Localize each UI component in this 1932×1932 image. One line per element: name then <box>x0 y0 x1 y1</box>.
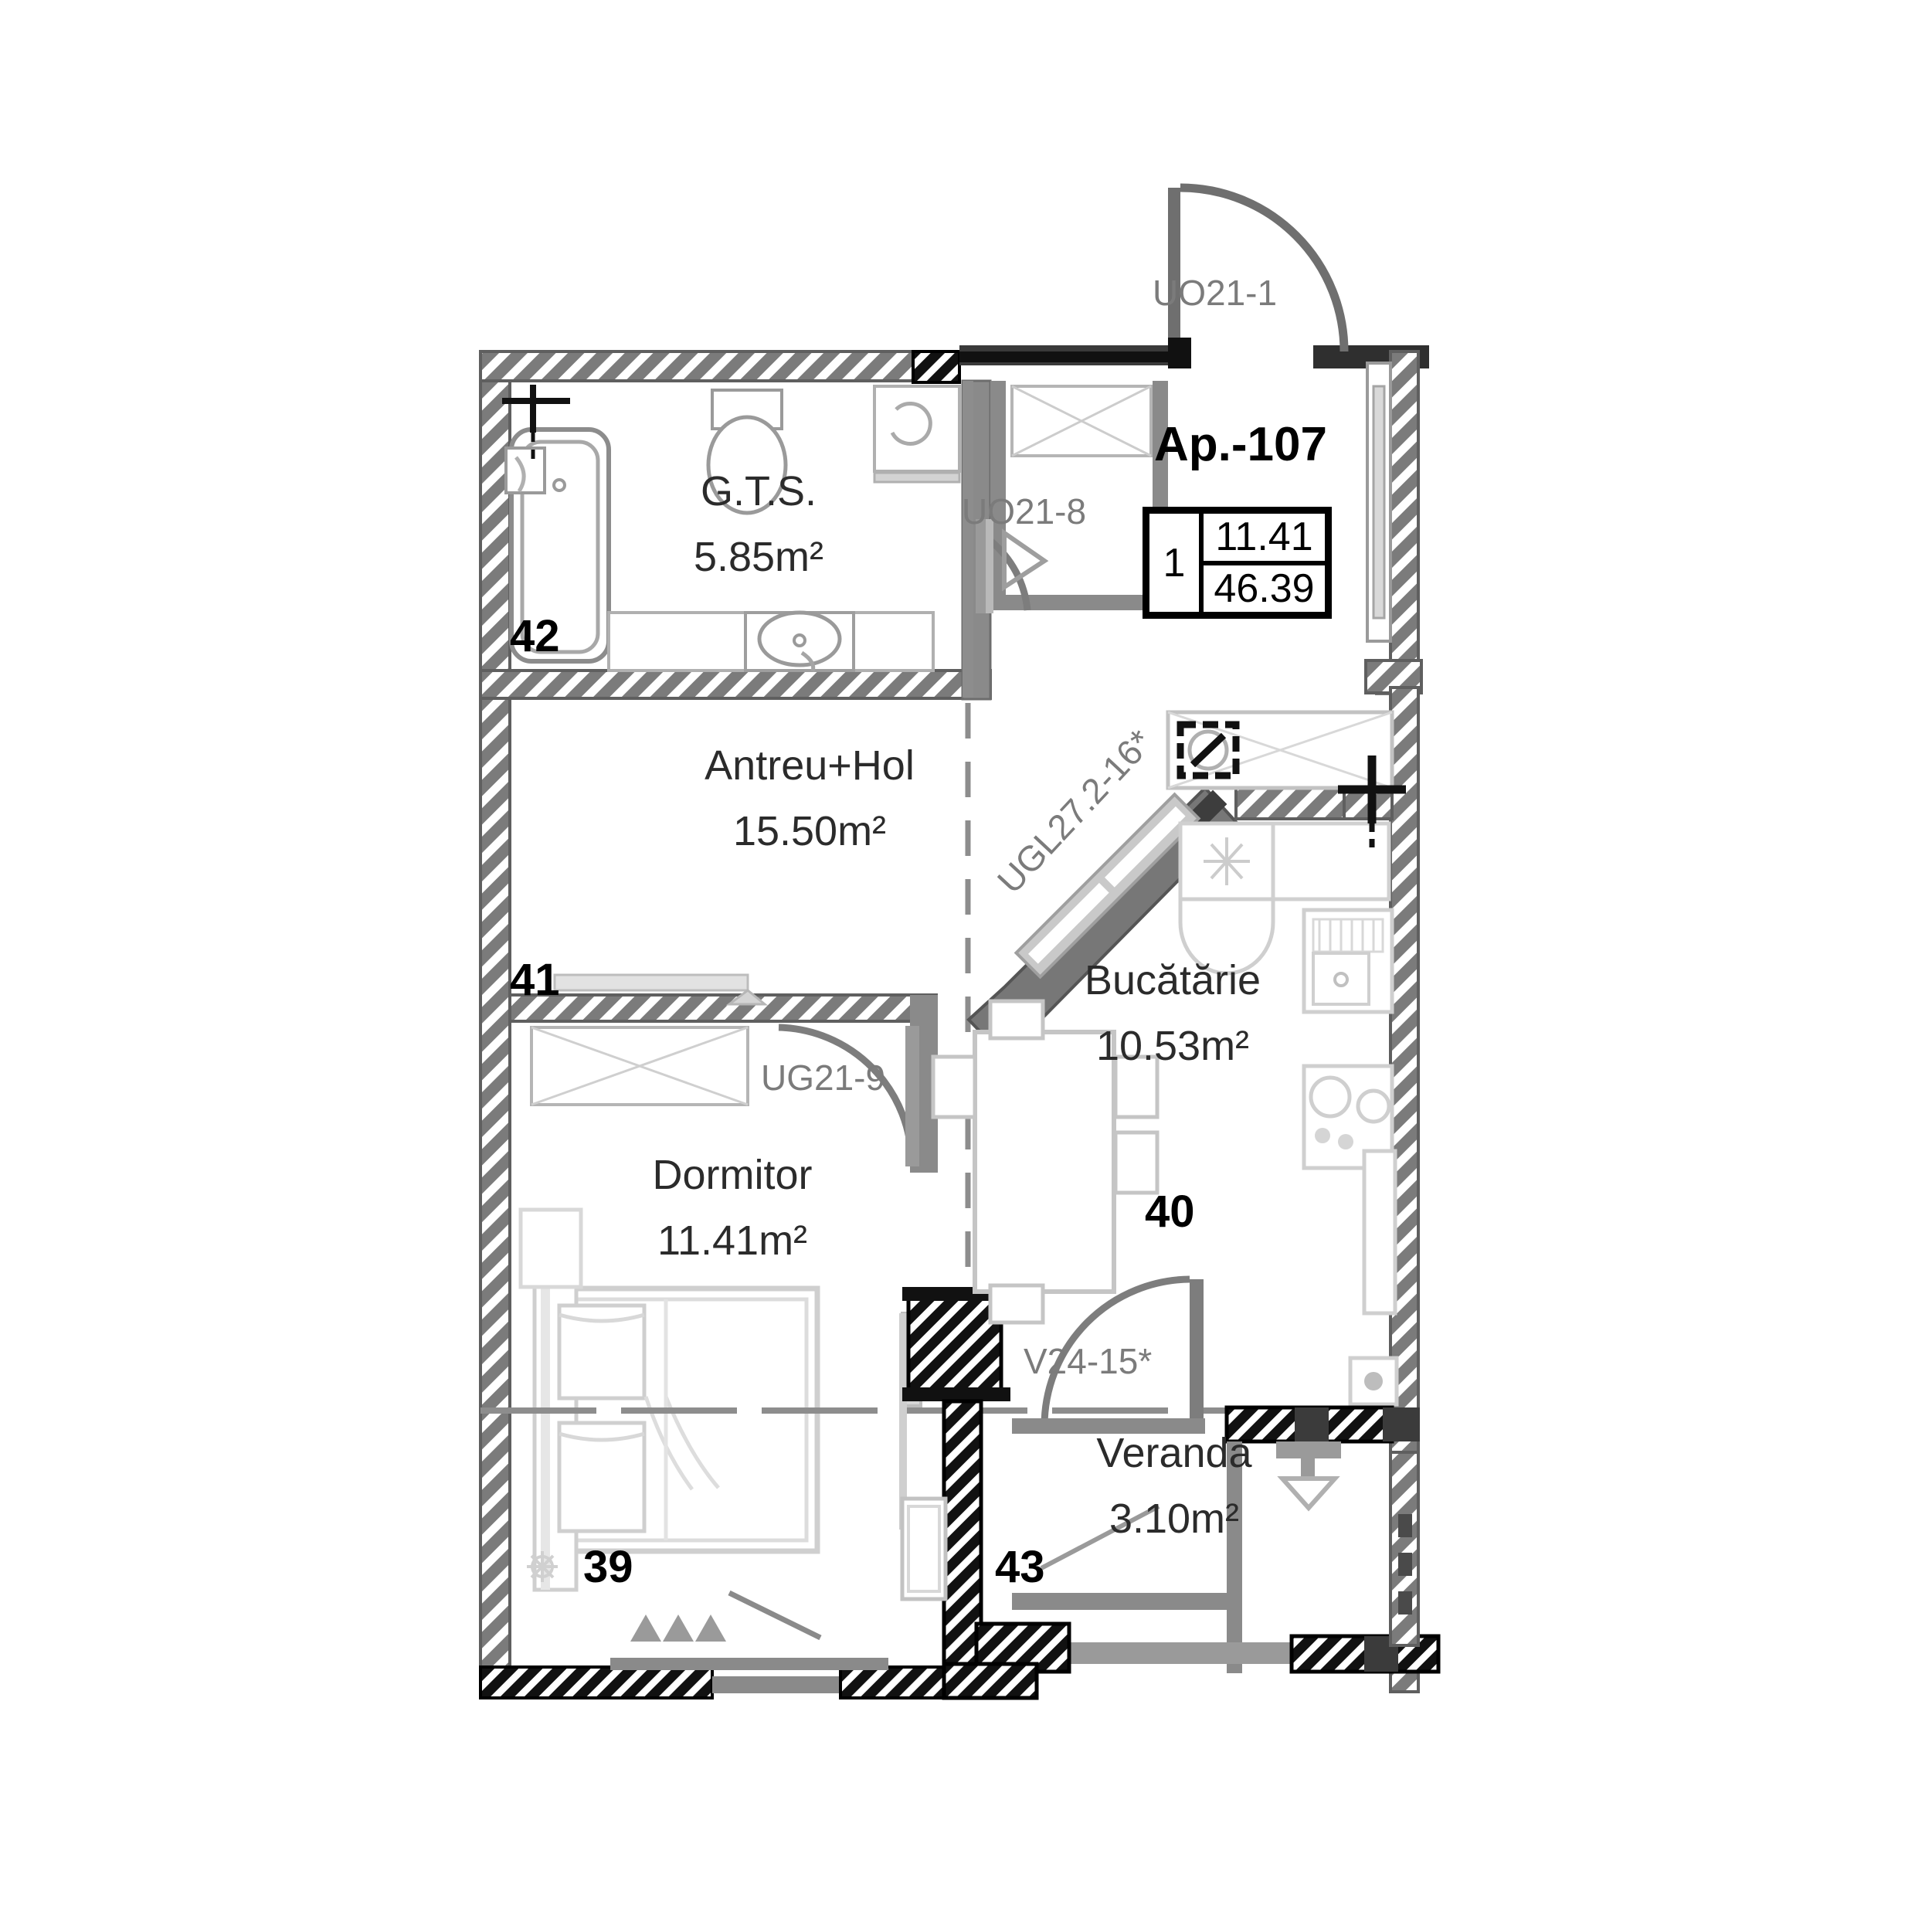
exterior-walls <box>479 345 1429 1699</box>
apartment-info-box: 1 11.41 46.39 <box>1143 507 1332 619</box>
opening-label-bedroom-door: UG21-9 <box>761 1058 886 1098</box>
room-label-veranda-name: Veranda <box>1096 1430 1252 1476</box>
veranda-light-fixture <box>1276 1441 1341 1512</box>
marker-42: 42 <box>510 611 560 661</box>
hall-walls <box>508 993 938 1173</box>
apartment-total-area-cell: 46.39 <box>1204 565 1325 613</box>
room-label-hall-area: 15.50m² <box>732 808 887 854</box>
apartment-areas-cell: 11.41 46.39 <box>1204 514 1325 612</box>
apartment-rooms-cell: 1 <box>1149 514 1204 612</box>
apartment-living-area: 11.41 <box>1215 514 1313 560</box>
apartment-rooms-count: 1 <box>1163 540 1186 586</box>
room-label-bathroom-name: G.T.S. <box>700 468 817 514</box>
bedroom-window <box>530 973 769 1106</box>
kitchen-fixtures <box>1178 821 1399 1407</box>
apartment-title: Ap.-107 <box>1154 418 1327 471</box>
marker-40: 40 <box>1145 1187 1195 1237</box>
veranda-door-swing <box>1012 1275 1205 1434</box>
marker-39: 39 <box>583 1542 633 1592</box>
kitchen-window-diagonal <box>1014 792 1201 980</box>
room-label-kitchen-area: 10.53m² <box>1095 1023 1250 1069</box>
room-label-bathroom-area: 5.85m² <box>693 534 824 580</box>
entry-door-swing <box>1168 183 1349 361</box>
room-label-bedroom-name: Dormitor <box>652 1152 813 1198</box>
room-label-veranda-area: 3.10m² <box>1109 1496 1240 1542</box>
bedroom-right-pier <box>899 1287 1010 1674</box>
hall-bottom-pier <box>942 1662 1039 1700</box>
bathroom-fixtures <box>502 385 935 672</box>
apartment-living-area-cell: 11.41 <box>1204 514 1325 565</box>
opening-label-entry-door: UO21-1 <box>1153 273 1278 313</box>
marker-43: 43 <box>995 1542 1045 1592</box>
veranda-walls <box>974 1405 1441 1674</box>
bedroom-radiator <box>610 1590 888 1670</box>
opening-label-veranda-door: V24-15* <box>1024 1341 1153 1381</box>
room-label-kitchen-name: Bucătărie <box>1084 957 1261 1003</box>
room-label-hall-name: Antreu+Hol <box>705 742 915 789</box>
opening-label-bathroom-door: UO21-8 <box>962 491 1087 531</box>
marker-41: 41 <box>510 955 560 1005</box>
bathroom-door-swing <box>976 519 1049 613</box>
room-label-bedroom-area: 11.41m² <box>657 1217 808 1264</box>
kitchen-upper-cabinets <box>1166 710 1394 790</box>
kitchen-crosshair <box>1338 755 1406 850</box>
hall-right-partition <box>963 381 973 1367</box>
bedroom-door-swing <box>778 1024 919 1166</box>
bedroom-furniture <box>480 1207 1414 1592</box>
apartment-total-area: 46.39 <box>1214 565 1315 611</box>
dining-set <box>931 999 1160 1325</box>
